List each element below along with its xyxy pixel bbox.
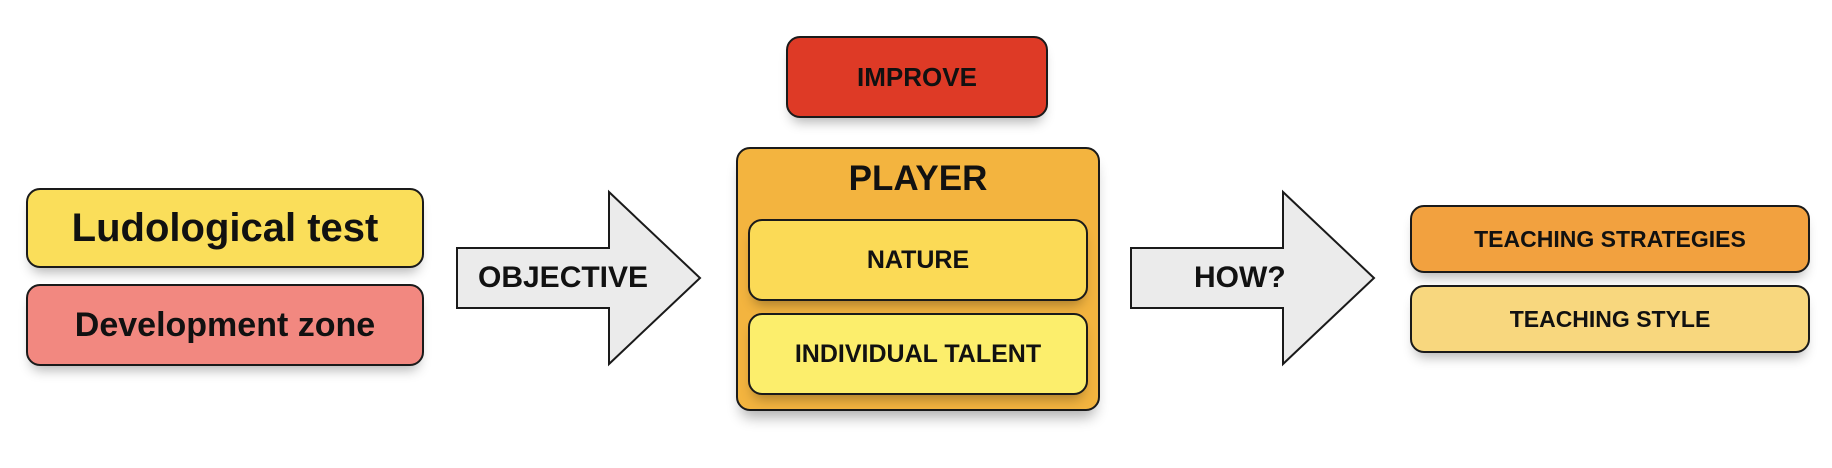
development-zone-box: Development zone xyxy=(26,284,424,366)
nature-box: NATURE xyxy=(748,219,1088,301)
individual-talent-box: INDIVIDUAL TALENT xyxy=(748,313,1088,395)
objective-arrow xyxy=(456,189,702,367)
improve-box: IMPROVE xyxy=(786,36,1048,118)
how-label: HOW? xyxy=(1194,261,1286,294)
how-arrow xyxy=(1130,189,1376,367)
ludological-test-box: Ludological test xyxy=(26,188,424,268)
objective-label: OBJECTIVE xyxy=(478,261,649,294)
teaching-strategies-box: TEACHING STRATEGIES xyxy=(1410,205,1810,273)
player-title: PLAYER xyxy=(848,159,988,198)
teaching-style-box: TEACHING STYLE xyxy=(1410,285,1810,353)
